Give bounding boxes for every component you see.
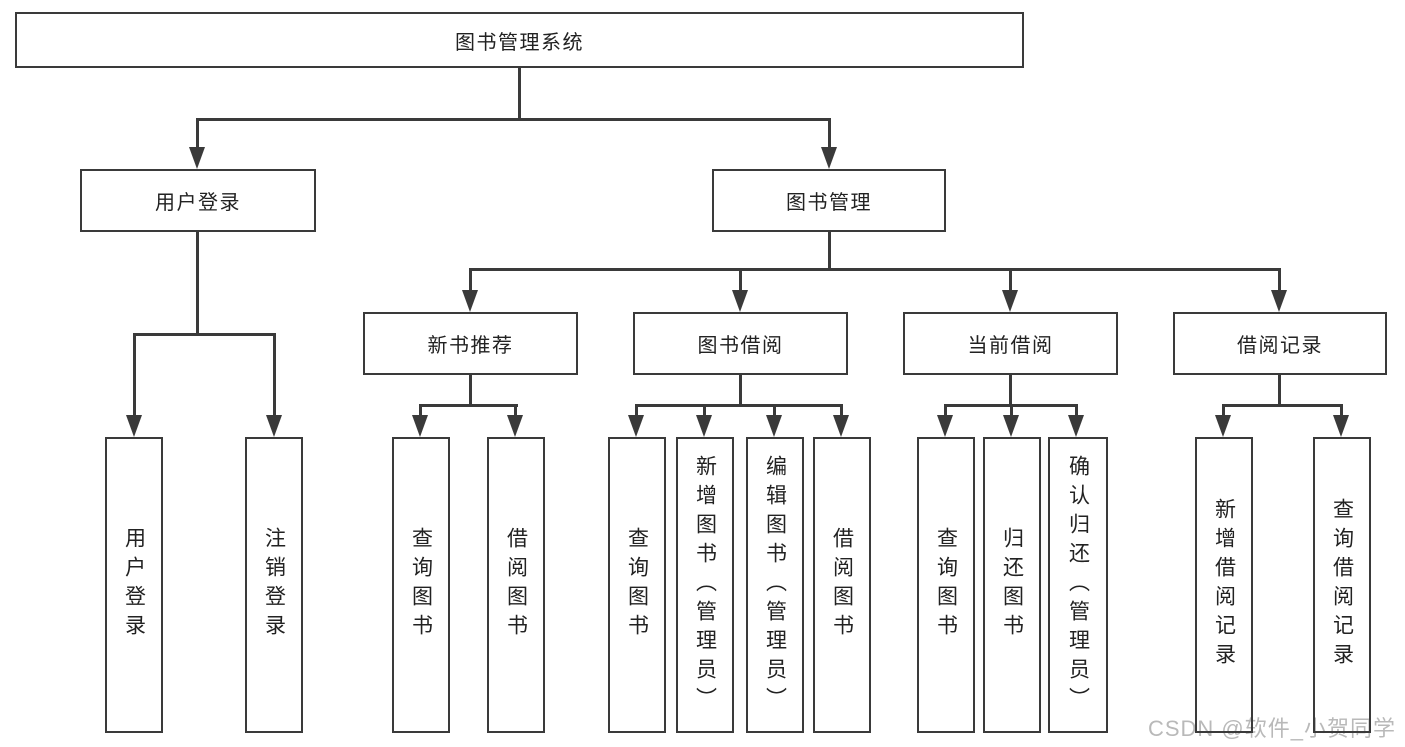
leaf-add-borrow-record-label: 新增借阅记录 (1212, 498, 1236, 672)
node-current-borrowing-label: 当前借阅 (967, 335, 1054, 357)
arrow-down-borrowing-records-icon (1271, 290, 1287, 312)
connector-drop-return-book (1010, 404, 1013, 417)
connector-drop-query-books-recommend (419, 404, 422, 417)
leaf-query-borrow-record-label: 查询借阅记录 (1330, 498, 1354, 672)
connector-current-borrowing-stem (1009, 375, 1012, 406)
leaf-query-books-borrowing-label: 查询图书 (625, 527, 649, 643)
node-book-borrowing: 图书借阅 (633, 312, 848, 375)
connector-drop-borrow-books-recommend (514, 404, 517, 417)
connector-user-login-stem (196, 232, 199, 336)
arrow-down-query-books-borrowing-icon (628, 415, 644, 437)
leaf-borrow-books-recommend-label: 借阅图书 (504, 527, 528, 643)
leaf-add-borrow-record: 新增借阅记录 (1195, 437, 1253, 733)
connector-drop-new-book-recommend (469, 268, 472, 292)
leaf-borrow-books-borrowing-label: 借阅图书 (830, 527, 854, 643)
leaf-add-book-admin: 新增图书（管理员） (676, 437, 734, 733)
leaf-confirm-return-admin: 确认归还（管理员） (1048, 437, 1108, 733)
connector-drop-confirm-return-admin (1075, 404, 1078, 417)
connector-new-book-recommend-stem (469, 375, 472, 406)
arrow-down-borrow-books-borrowing-icon (833, 415, 849, 437)
arrow-down-return-book-icon (1003, 415, 1019, 437)
connector-drop-query-books-current (944, 404, 947, 417)
arrow-down-borrow-books-recommend-icon (507, 415, 523, 437)
connector-drop-current-borrowing (1009, 268, 1012, 292)
connector-root-stem (518, 66, 521, 120)
leaf-add-book-admin-label: 新增图书（管理员） (693, 454, 717, 716)
node-new-book-recommend-label: 新书推荐 (427, 335, 514, 357)
connector-drop-leaf-logout (273, 333, 276, 417)
connector-drop-query-books-borrowing (635, 404, 638, 417)
csdn-watermark: CSDN @软件_小贺同学 (1147, 716, 1396, 741)
arrow-down-query-borrow-record-icon (1333, 415, 1349, 437)
connector-borrowing-records-stem (1278, 375, 1281, 406)
node-user-login-label: 用户登录 (155, 192, 241, 214)
arrow-down-book-borrowing-icon (732, 290, 748, 312)
connector-drop-leaf-user-login (133, 333, 136, 417)
leaf-user-login-label: 用户登录 (122, 527, 146, 643)
node-new-book-recommend: 新书推荐 (363, 312, 578, 375)
leaf-return-book: 归还图书 (983, 437, 1041, 733)
leaf-borrow-books-borrowing: 借阅图书 (813, 437, 871, 733)
arrow-down-current-borrowing-icon (1002, 290, 1018, 312)
arrow-down-leaf-user-login-icon (126, 415, 142, 437)
node-user-login: 用户登录 (80, 169, 316, 232)
leaf-query-borrow-record: 查询借阅记录 (1313, 437, 1371, 733)
arrow-down-edit-book-admin-icon (766, 415, 782, 437)
connector-borrowing-records-bar (1222, 404, 1343, 407)
arrow-down-add-borrow-record-icon (1215, 415, 1231, 437)
node-borrowing-records-label: 借阅记录 (1237, 335, 1323, 357)
leaf-query-books-current: 查询图书 (917, 437, 975, 733)
connector-drop-book-management (828, 118, 831, 150)
connector-book-borrowing-stem (739, 375, 742, 406)
connector-drop-borrow-books-borrowing (840, 404, 843, 417)
connector-drop-user-login (196, 118, 199, 150)
node-borrowing-records: 借阅记录 (1173, 312, 1387, 375)
connector-drop-add-borrow-record (1222, 404, 1225, 417)
node-book-borrowing-label: 图书借阅 (697, 335, 784, 357)
leaf-query-books-recommend: 查询图书 (392, 437, 450, 733)
connector-book-management-bar (469, 268, 1281, 271)
connector-book-management-stem (828, 232, 831, 270)
node-root-label: 图书管理系统 (455, 31, 584, 54)
connector-drop-add-book-admin (703, 404, 706, 417)
arrow-down-book-management-icon (821, 147, 837, 169)
arrow-down-query-books-recommend-icon (412, 415, 428, 437)
leaf-confirm-return-admin-label: 确认归还（管理员） (1066, 454, 1090, 716)
connector-new-book-recommend-bar (419, 404, 518, 407)
leaf-query-books-recommend-label: 查询图书 (409, 527, 433, 643)
leaf-borrow-books-recommend: 借阅图书 (487, 437, 545, 733)
leaf-edit-book-admin-label: 编辑图书（管理员） (763, 454, 787, 716)
arrow-down-query-books-current-icon (937, 415, 953, 437)
leaf-user-login: 用户登录 (105, 437, 163, 733)
connector-drop-borrowing-records (1278, 268, 1281, 292)
arrow-down-user-login-icon (189, 147, 205, 169)
connector-book-borrowing-bar (635, 404, 843, 407)
leaf-query-books-current-label: 查询图书 (934, 527, 958, 643)
node-current-borrowing: 当前借阅 (903, 312, 1118, 375)
leaf-logout-label: 注销登录 (262, 527, 286, 643)
node-root-library-system: 图书管理系统 (15, 12, 1024, 68)
leaf-query-books-borrowing: 查询图书 (608, 437, 666, 733)
node-book-management-label: 图书管理 (786, 192, 872, 214)
arrow-down-confirm-return-admin-icon (1068, 415, 1084, 437)
connector-drop-book-borrowing (739, 268, 742, 292)
arrow-down-new-book-recommend-icon (462, 290, 478, 312)
connector-drop-edit-book-admin (773, 404, 776, 417)
connector-root-bar (196, 118, 831, 121)
arrow-down-add-book-admin-icon (696, 415, 712, 437)
leaf-return-book-label: 归还图书 (1000, 527, 1024, 643)
connector-user-login-bar (133, 333, 276, 336)
arrow-down-leaf-logout-icon (266, 415, 282, 437)
leaf-logout: 注销登录 (245, 437, 303, 733)
connector-drop-query-borrow-record (1340, 404, 1343, 417)
leaf-edit-book-admin: 编辑图书（管理员） (746, 437, 804, 733)
node-book-management: 图书管理 (712, 169, 946, 232)
